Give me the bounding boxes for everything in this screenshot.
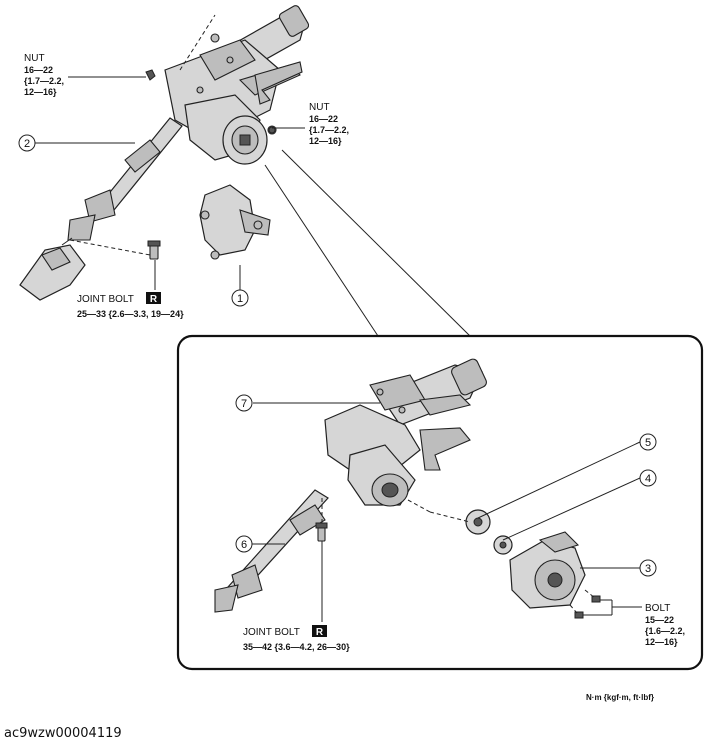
svg-text:4: 4: [645, 473, 651, 485]
upper-steering-column-assembly: [164, 5, 310, 165]
svg-text:12—16}: 12—16}: [645, 637, 678, 647]
svg-text:16—22: 16—22: [24, 65, 53, 75]
callout-2: 2: [18, 134, 36, 152]
callout-3: 3: [639, 559, 657, 577]
svg-text:{1.6—2.2,: {1.6—2.2,: [645, 626, 685, 636]
callout-4: 4: [639, 469, 657, 487]
svg-text:R: R: [150, 294, 158, 305]
svg-text:35—42 {3.6—4.2, 26—30}: 35—42 {3.6—4.2, 26—30}: [243, 642, 350, 652]
svg-text:R: R: [316, 627, 324, 638]
svg-text:7: 7: [241, 398, 247, 410]
callout-1: 1: [231, 289, 249, 307]
svg-text:5: 5: [645, 437, 651, 449]
joint-bolt-upper-label: JOINT BOLT R 25—33 {2.6—3.3, 19—24}: [77, 292, 184, 319]
svg-text:NUT: NUT: [24, 53, 45, 64]
svg-text:{1.7—2.2,: {1.7—2.2,: [309, 125, 349, 135]
svg-text:12—16}: 12—16}: [309, 136, 342, 146]
svg-text:25—33 {2.6—3.3, 19—24}: 25—33 {2.6—3.3, 19—24}: [77, 309, 184, 319]
nut-left-label: NUT 16—22 {1.7—2.2, 12—16}: [24, 53, 64, 97]
detail-column-assembly: [324, 358, 487, 507]
svg-text:2: 2: [24, 138, 30, 150]
svg-text:12—16}: 12—16}: [24, 87, 57, 97]
callout-6: 6: [235, 535, 253, 553]
bolt-label: BOLT 15—22 {1.6—2.2, 12—16}: [645, 603, 685, 647]
svg-text:3: 3: [645, 563, 651, 575]
callout-7: 7: [235, 394, 253, 412]
svg-text:NUT: NUT: [309, 102, 330, 113]
steering-gear-input-shaft: [19, 237, 86, 301]
image-code: ac9wzw00004119: [4, 726, 122, 741]
pinion-gear-4: [493, 535, 513, 555]
pinion-gear-5: [465, 509, 491, 535]
svg-text:BOLT: BOLT: [645, 603, 670, 614]
svg-text:{1.7—2.2,: {1.7—2.2,: [24, 76, 64, 86]
joint-bolt-upper-part: [147, 240, 161, 260]
svg-text:15—22: 15—22: [645, 615, 674, 625]
detail-eps-motor: [509, 531, 586, 609]
svg-text:16—22: 16—22: [309, 114, 338, 124]
nut-right-label: NUT 16—22 {1.7—2.2, 12—16}: [309, 102, 349, 146]
nut-left-part: [145, 69, 156, 81]
callout-5: 5: [639, 433, 657, 451]
intermediate-shaft-upper: [67, 117, 183, 241]
detail-intermediate-shaft: [214, 489, 329, 613]
svg-text:JOINT BOLT: JOINT BOLT: [77, 294, 134, 305]
svg-text:6: 6: [241, 539, 247, 551]
column-cover: [199, 184, 271, 260]
detail-joint-bolt: [315, 522, 328, 542]
torque-units-legend: N·m {kgf·m, ft·lbf}: [586, 693, 654, 702]
detail-box: [176, 334, 704, 671]
svg-text:JOINT BOLT: JOINT BOLT: [243, 627, 300, 638]
svg-text:1: 1: [237, 293, 243, 305]
joint-bolt-lower-label: JOINT BOLT R 35—42 {3.6—4.2, 26—30}: [243, 625, 350, 652]
